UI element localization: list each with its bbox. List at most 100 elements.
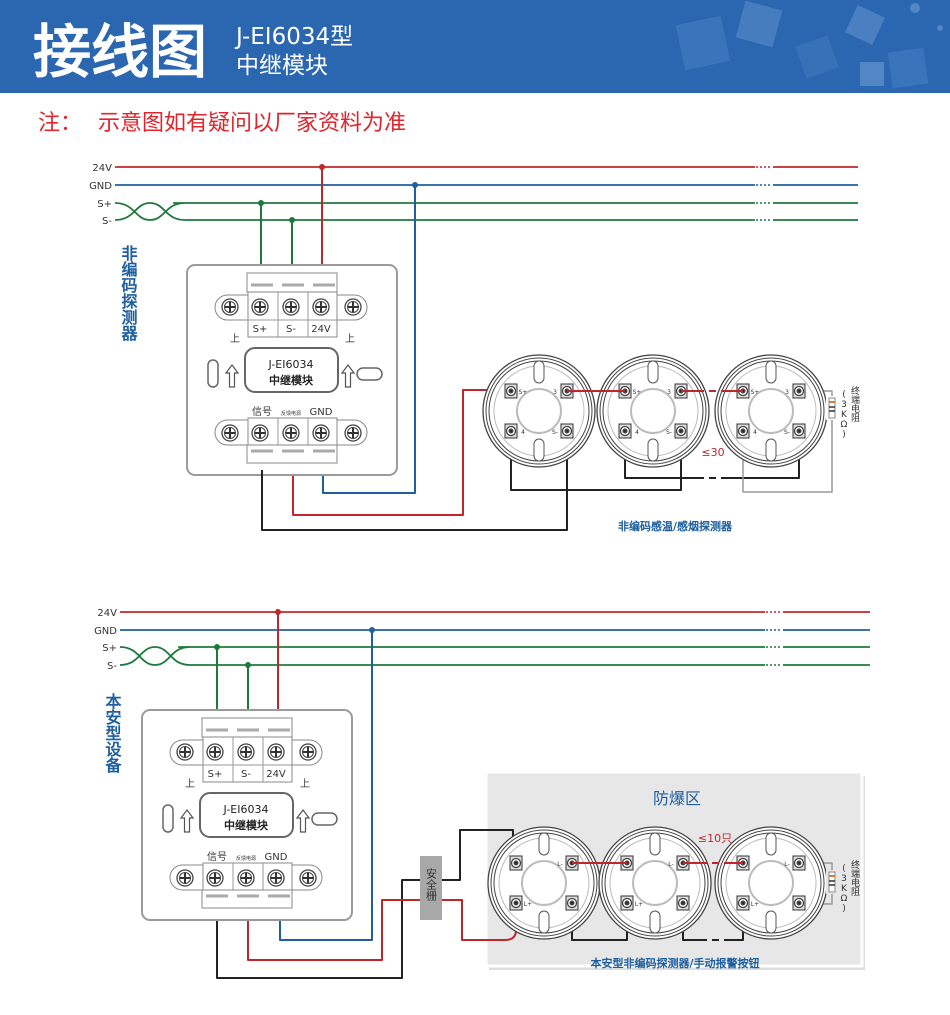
screw-slot bbox=[286, 428, 296, 438]
bus-s-plus bbox=[119, 646, 870, 666]
screw-icon bbox=[737, 897, 749, 909]
bus-s-minus bbox=[114, 202, 858, 221]
resistor-band bbox=[829, 880, 835, 886]
screw-ring bbox=[508, 428, 514, 434]
detector-terminal bbox=[565, 895, 579, 911]
screw-slot bbox=[180, 873, 190, 883]
screw-ring bbox=[224, 427, 236, 439]
detector-terminal bbox=[620, 895, 634, 911]
terminal-label-S+: S+ bbox=[208, 769, 223, 780]
section-intrinsically-safe: 24VGNDS+S-本安型设备S+S-24V上上J-EI6034中继模块信号反馈… bbox=[94, 608, 870, 979]
junction-dot bbox=[319, 164, 325, 170]
junction-dot bbox=[289, 217, 295, 223]
header-title: 接线图 bbox=[33, 18, 207, 86]
terminal-label: L+ bbox=[635, 901, 643, 908]
screw-ring bbox=[569, 900, 575, 906]
detector-terminal bbox=[792, 855, 806, 871]
screw-icon bbox=[221, 424, 239, 442]
screw-slot bbox=[303, 747, 313, 757]
screw-ring bbox=[254, 301, 266, 313]
wire-loop-return bbox=[261, 431, 568, 531]
detector-slot bbox=[538, 832, 550, 856]
screw-ring bbox=[796, 900, 802, 906]
up-arrow-icon bbox=[295, 809, 311, 833]
top-terminal-strip bbox=[246, 272, 338, 293]
screw-slot bbox=[210, 747, 220, 757]
screw-slot bbox=[741, 429, 745, 433]
screw-slot bbox=[681, 901, 685, 905]
bus-label-24v: 24V bbox=[92, 163, 112, 174]
screw-ring bbox=[740, 900, 746, 906]
wire-loop-to-barrier bbox=[216, 879, 420, 979]
bus-label-gnd: GND bbox=[94, 626, 117, 637]
bus-s-plus bbox=[114, 202, 858, 221]
screw-slot bbox=[271, 747, 281, 757]
screw-ring bbox=[622, 428, 628, 434]
screw-icon bbox=[793, 385, 805, 397]
screw-slot bbox=[797, 389, 801, 393]
screw-ring bbox=[254, 427, 266, 439]
detector-center bbox=[748, 388, 794, 434]
detector-terminal bbox=[736, 895, 750, 911]
terminal-label: 4 bbox=[521, 429, 525, 436]
terminal-label-24V: 24V bbox=[311, 324, 331, 335]
screw-icon bbox=[251, 424, 269, 442]
screw-slot bbox=[225, 428, 235, 438]
detector-center bbox=[521, 860, 567, 906]
bottom-terminal-strip bbox=[201, 889, 293, 909]
module-model: J-EI6034 bbox=[267, 358, 313, 371]
bus-label-s-minus: S- bbox=[107, 661, 117, 672]
screw-icon bbox=[793, 425, 805, 437]
screw-icon bbox=[505, 385, 517, 397]
junction-dot bbox=[214, 644, 220, 650]
safety-barrier bbox=[420, 856, 442, 920]
up-arrow-icon bbox=[224, 364, 240, 388]
decorative-cubes-icon bbox=[675, 0, 943, 89]
terminal-label: 3 bbox=[553, 389, 557, 396]
screw-icon bbox=[312, 298, 330, 316]
screw-ring bbox=[209, 746, 221, 758]
detector-slot bbox=[647, 438, 659, 462]
screw-icon bbox=[206, 743, 224, 761]
screw-ring bbox=[624, 900, 630, 906]
module-name: 中继模块 bbox=[224, 818, 269, 832]
screw-ring bbox=[270, 872, 282, 884]
screw-slot bbox=[797, 901, 801, 905]
terminal-label: S+ bbox=[519, 389, 528, 396]
detector-rim bbox=[601, 829, 709, 937]
screw-ring bbox=[564, 428, 570, 434]
detector-terminal bbox=[618, 423, 632, 439]
bus-label-s-plus: S+ bbox=[102, 643, 117, 654]
terminal-dividers bbox=[277, 418, 309, 445]
screw-icon bbox=[566, 897, 578, 909]
model-label-box bbox=[244, 347, 339, 393]
terminal-label: L+ bbox=[751, 901, 759, 908]
screw-ring bbox=[315, 427, 327, 439]
detector-caption: 本安型非编码探测器/手动报警按钮 bbox=[590, 956, 759, 970]
screw-slot bbox=[271, 873, 281, 883]
screw-slot bbox=[241, 873, 251, 883]
screw-ring bbox=[508, 388, 514, 394]
junction-dot bbox=[412, 182, 418, 188]
terminal-label: 3 bbox=[667, 389, 671, 396]
detector-rim bbox=[717, 357, 825, 465]
screw-icon bbox=[619, 425, 631, 437]
screw-icon bbox=[251, 298, 269, 316]
bus-label-s-minus: S- bbox=[102, 216, 112, 227]
resistor-label: 终端电阻 bbox=[849, 859, 860, 896]
terminal-label: L- bbox=[668, 861, 673, 868]
screw-ring bbox=[240, 872, 252, 884]
terminal-label: S+ bbox=[633, 389, 642, 396]
detector-terminal bbox=[676, 895, 690, 911]
device-type-label: 本安型设备 bbox=[103, 692, 123, 774]
mount-slot-left bbox=[162, 804, 174, 833]
screw-ring bbox=[796, 428, 802, 434]
detector-rim bbox=[485, 357, 593, 465]
screw-ring bbox=[347, 301, 359, 313]
terminal-label: 4 bbox=[635, 429, 639, 436]
terminal-label-S+: S+ bbox=[253, 324, 268, 335]
screw-icon bbox=[237, 869, 255, 887]
